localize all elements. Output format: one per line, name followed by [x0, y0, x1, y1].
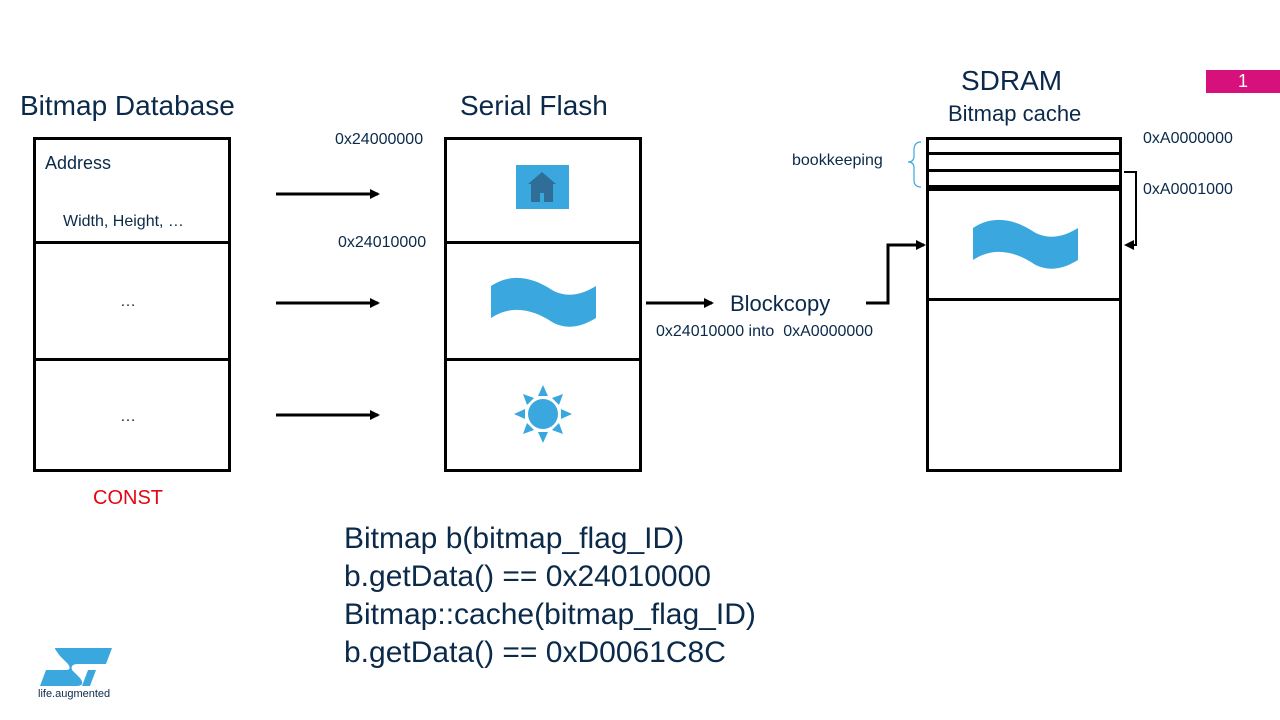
flag-icon	[973, 219, 1078, 269]
bitmap-database-heading: Bitmap Database	[20, 90, 235, 121]
database-row-divider	[33, 241, 231, 244]
code-block: Bitmap b(bitmap_flag_ID) b.getData() == …	[344, 520, 756, 672]
code-line: b.getData() == 0x24010000	[344, 560, 711, 593]
bookkeeping-line	[926, 152, 1122, 155]
bookkeeping-label: bookkeeping	[792, 152, 883, 169]
database-address-label: Address	[45, 153, 112, 173]
sdram-address-start: 0xA0000000	[1143, 130, 1233, 147]
blockcopy-label: Blockcopy	[730, 291, 831, 316]
page-number-badge: 1	[1206, 70, 1280, 93]
flash-row-divider	[444, 241, 642, 244]
code-line: b.getData() == 0xD0061C8C	[344, 636, 726, 669]
bitmap-database-box	[33, 137, 231, 472]
flash-row-divider	[444, 358, 642, 361]
bitmap-cache-heading: Bitmap cache	[948, 101, 1082, 126]
sdram-heading: SDRAM	[961, 65, 1063, 96]
code-line: Bitmap b(bitmap_flag_ID)	[344, 522, 685, 555]
database-row-ellipsis: …	[120, 293, 136, 310]
flash-address-second: 0x24010000	[338, 234, 427, 251]
flag-icon	[491, 277, 596, 327]
arrow-blockcopy-to-sdram	[866, 240, 926, 305]
code-line: Bitmap::cache(bitmap_flag_ID)	[344, 598, 756, 631]
bookkeeping-boundary	[926, 185, 1122, 191]
sdram-box	[926, 137, 1122, 472]
bookkeeping-line	[926, 169, 1122, 172]
logo-tagline: life.augmented	[38, 688, 111, 700]
cache-entry-divider	[926, 298, 1122, 301]
database-fields-label: Width, Height, …	[63, 213, 184, 230]
home-icon	[516, 165, 569, 209]
const-label: CONST	[93, 487, 163, 509]
blockcopy-detail: 0x24010000 into 0xA0000000	[656, 323, 874, 340]
flash-address-top: 0x24000000	[335, 131, 424, 148]
arrow-sdram-offset	[1124, 171, 1137, 250]
serial-flash-heading: Serial Flash	[460, 90, 608, 121]
sun-icon	[514, 385, 572, 443]
sdram-address-data: 0xA0001000	[1143, 181, 1233, 198]
st-logo	[40, 648, 112, 686]
bookkeeping-brace	[907, 141, 922, 188]
database-row-divider	[33, 358, 231, 361]
database-row-ellipsis: …	[120, 408, 136, 425]
